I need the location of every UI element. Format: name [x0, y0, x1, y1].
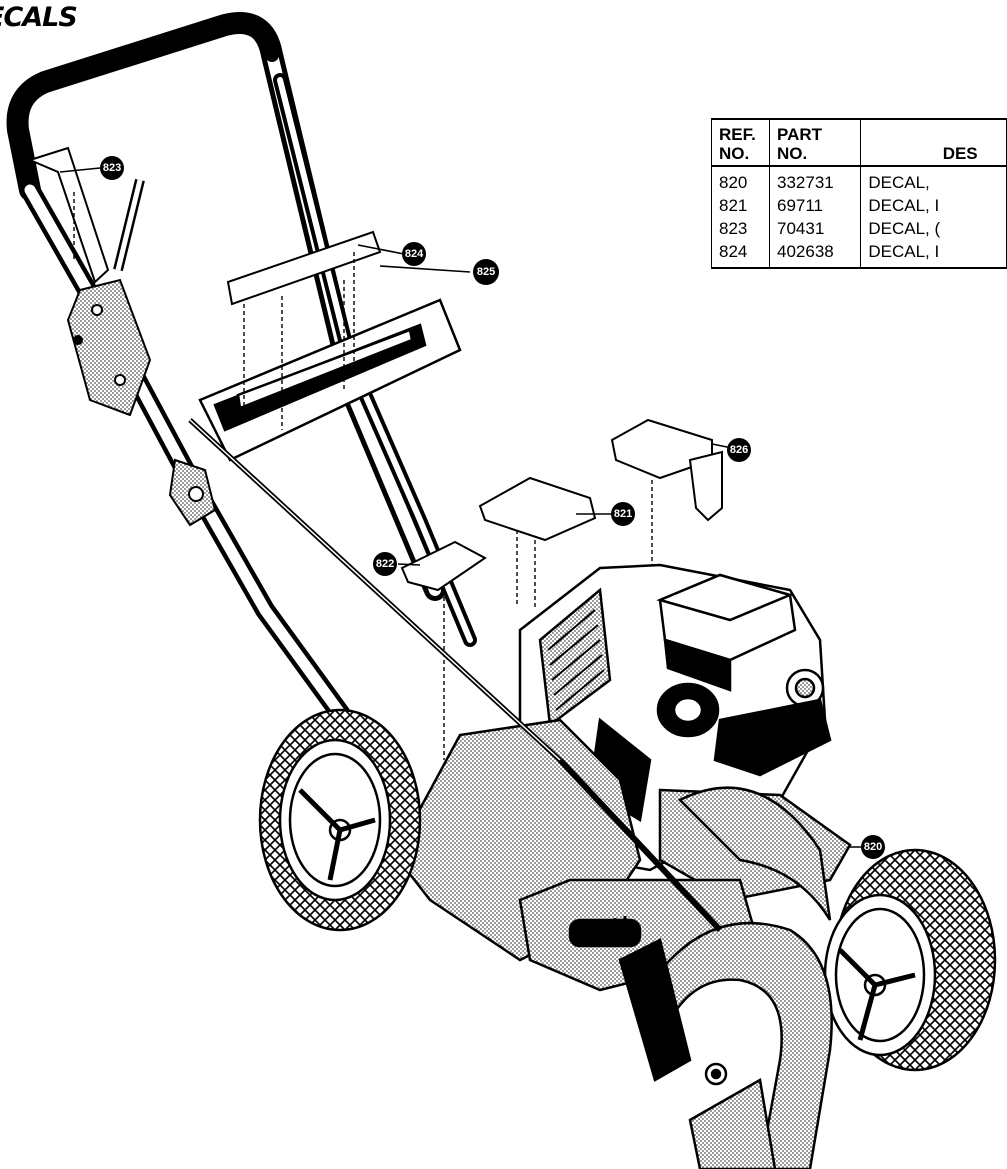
svg-text:823: 823	[103, 162, 121, 174]
callout-823: 823	[100, 156, 124, 180]
decal-822-shape	[400, 540, 487, 592]
ref-cell: 824	[711, 240, 770, 269]
right-wheel	[823, 848, 997, 1072]
desc-cell: DECAL, (	[860, 217, 1007, 240]
part-cell: 402638	[768, 240, 862, 269]
ref-cell: 821	[711, 194, 770, 217]
desc-cell: DECAL,	[860, 166, 1007, 194]
section-title: ECALS	[0, 2, 78, 33]
part-cell: 332731	[768, 166, 862, 194]
callout-822: 822	[373, 552, 397, 576]
left-wheel	[258, 708, 422, 932]
svg-text:820: 820	[864, 841, 882, 853]
blade-guard	[618, 786, 833, 1169]
header-ref-no: REF.NO.	[711, 118, 770, 167]
svg-text:821: 821	[614, 508, 632, 520]
table-row: 823 70431 DECAL, (	[711, 217, 1007, 240]
svg-text:826: 826	[730, 444, 748, 456]
decal-824-shape	[226, 230, 382, 306]
callout-821: 821	[611, 502, 635, 526]
header-description: DES	[860, 118, 1007, 167]
table-row: 824 402638 DECAL, I	[711, 240, 1007, 269]
ref-cell: 823	[711, 217, 770, 240]
decal-outlines	[27, 146, 723, 592]
svg-text:825: 825	[477, 266, 495, 278]
svg-text:822: 822	[376, 558, 394, 570]
decal-821-shape	[478, 476, 597, 542]
part-cell: 69711	[768, 194, 862, 217]
decal-826-tab	[688, 450, 723, 522]
ref-cell: 820	[711, 166, 770, 194]
drive-rod	[188, 418, 723, 933]
part-cell: 70431	[768, 217, 862, 240]
table-row: 821 69711 DECAL, I	[711, 194, 1007, 217]
table-row: 820 332731 DECAL,	[711, 166, 1007, 194]
desc-cell: DECAL, I	[860, 194, 1007, 217]
handle-bracket	[168, 458, 217, 527]
desc-cell: DECAL, I	[860, 240, 1007, 269]
callout-824: 824	[402, 242, 426, 266]
svg-text:824: 824	[405, 248, 424, 260]
decal-823-shape	[27, 146, 110, 284]
callout-820: 820	[861, 835, 885, 859]
throttle-control	[66, 178, 152, 417]
callout-825: 825	[473, 259, 499, 285]
callout-826: 826	[727, 438, 751, 462]
